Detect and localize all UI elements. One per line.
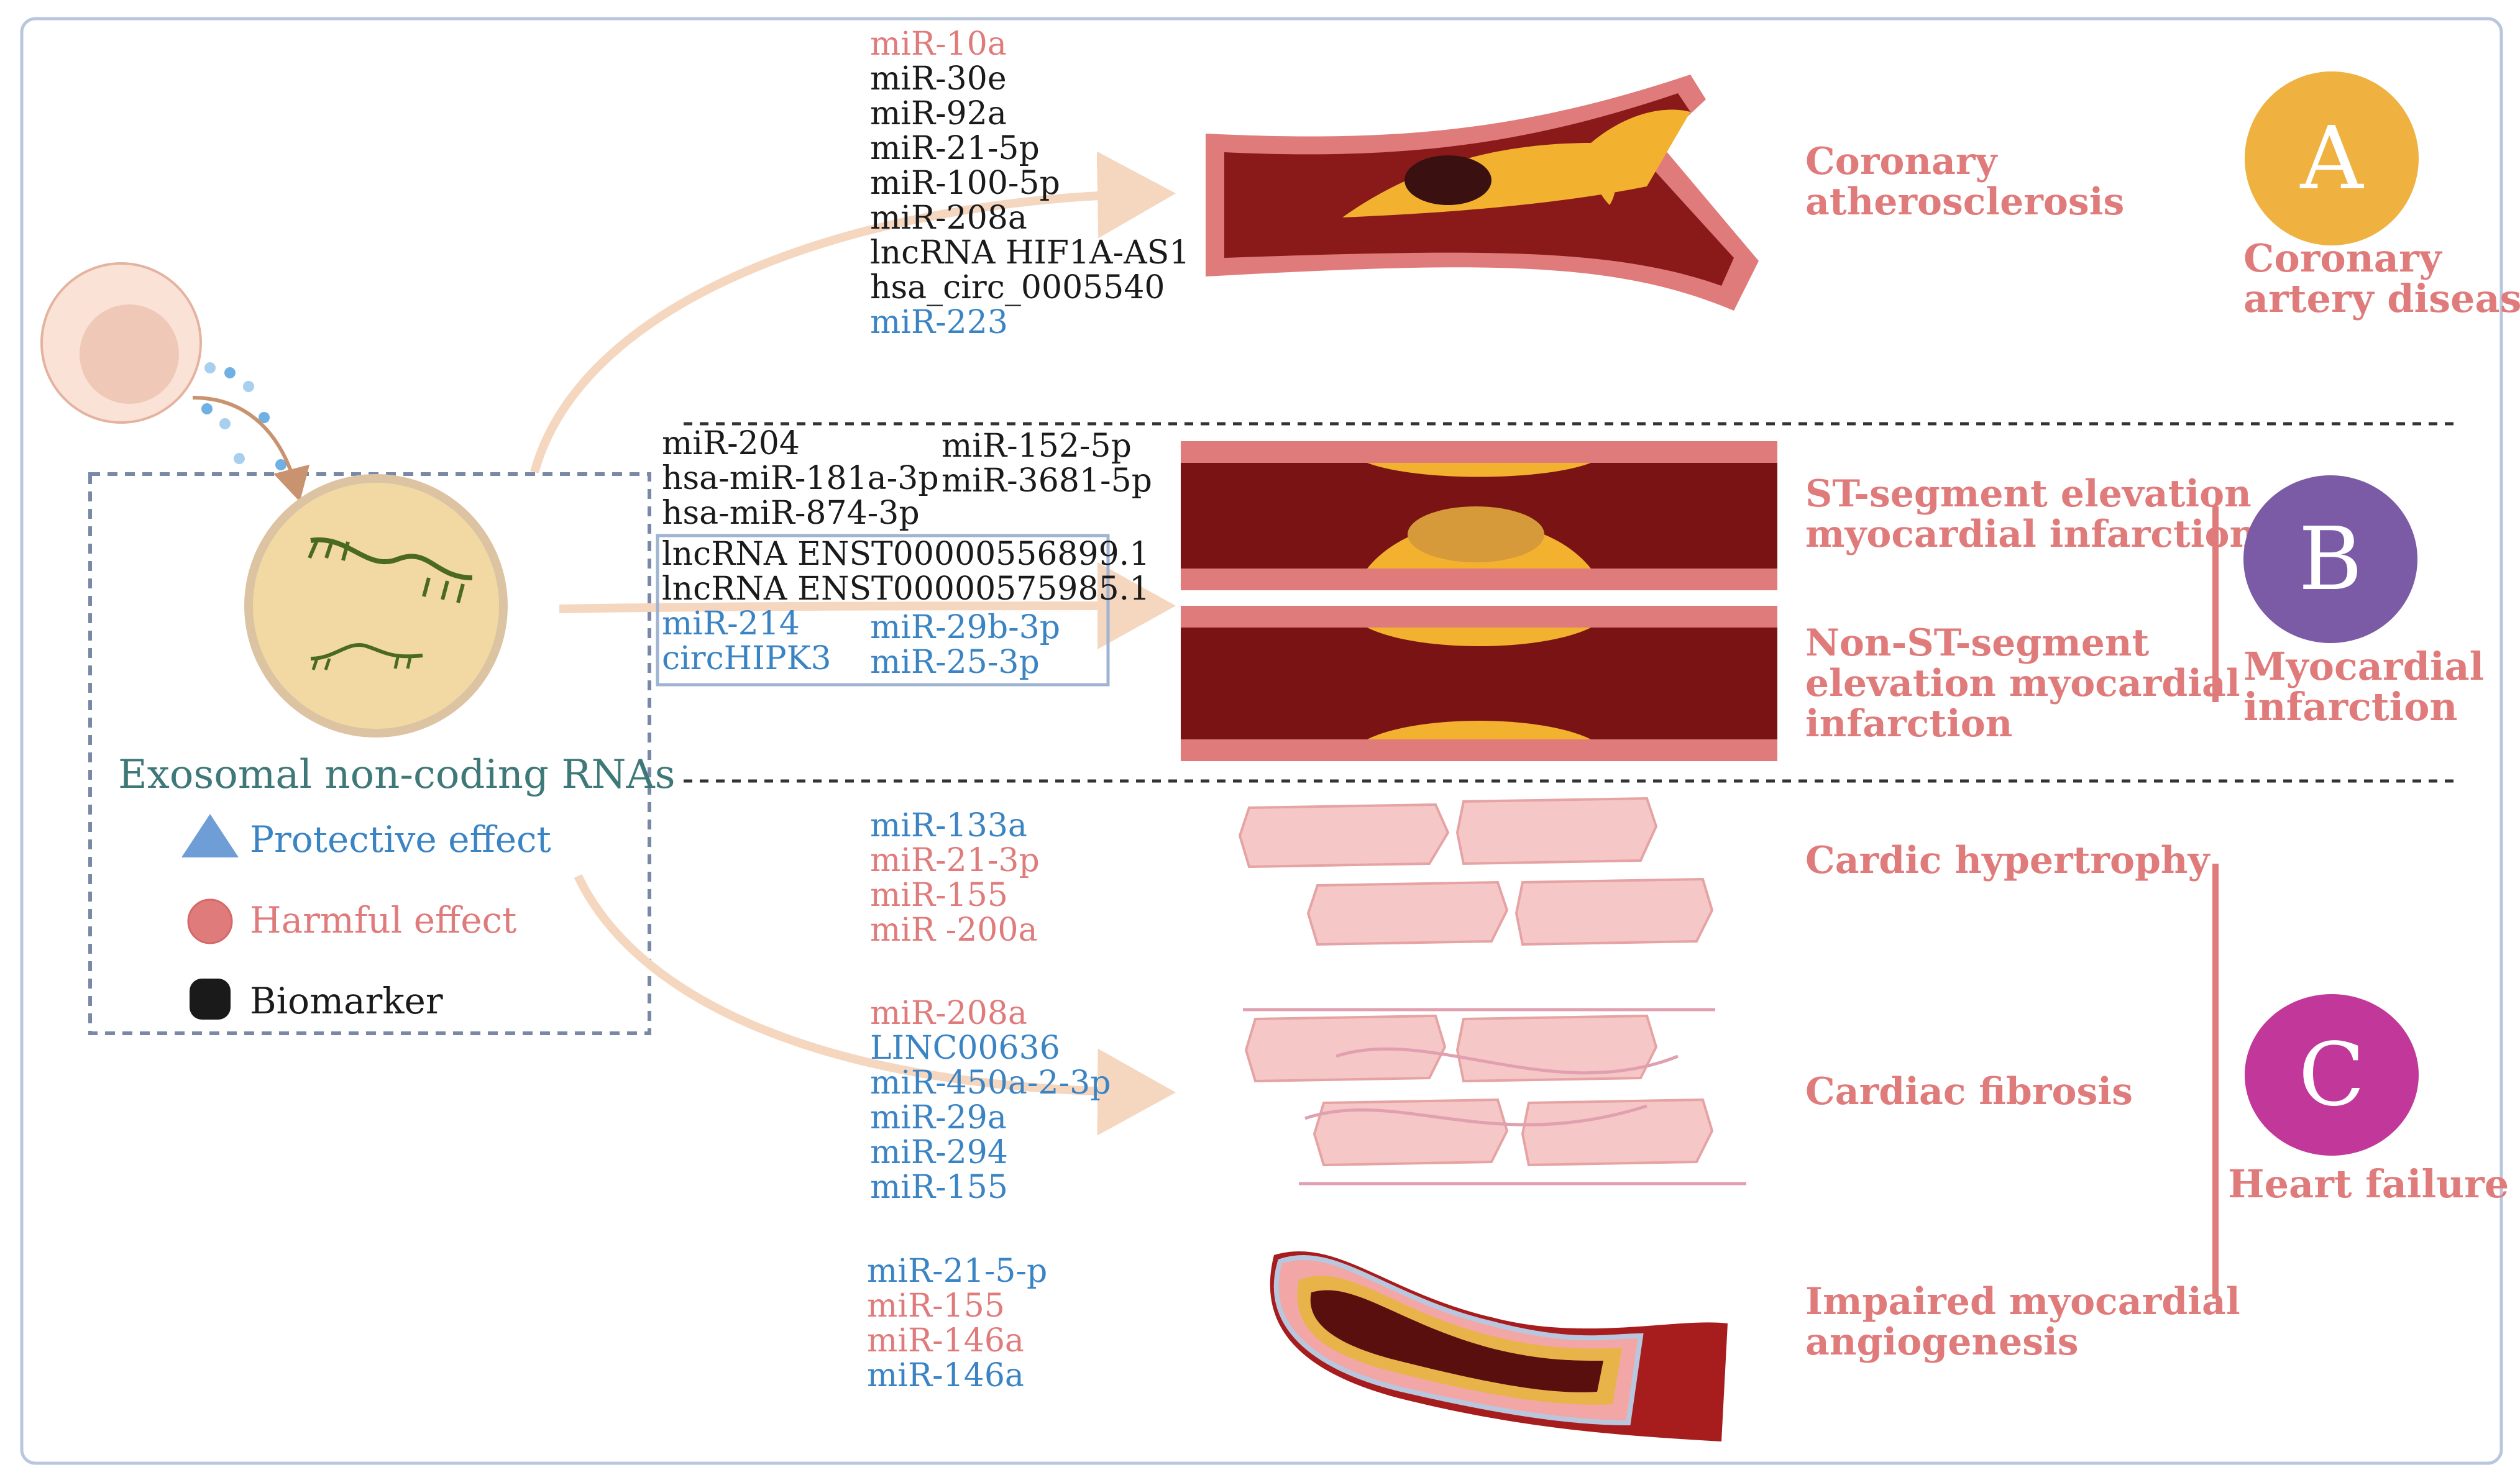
- rna-item: miR-204: [662, 425, 800, 462]
- exosome: [244, 474, 508, 738]
- source-title: Exosomal non-coding RNAs: [118, 752, 676, 798]
- arrow-to-c: [574, 874, 1176, 1136]
- condition-label: ST-segment elevation: [1805, 472, 2252, 516]
- panel-b-badge: B: [2243, 475, 2417, 643]
- rna-item: hsa-miR-874-3p: [662, 495, 920, 532]
- rna-item: hsa_circ_0005540: [870, 269, 1165, 306]
- rna-item: miR-155: [870, 1169, 1008, 1206]
- rna-item: LINC00636: [870, 1030, 1060, 1067]
- atherosclerosis-vessel: [1206, 75, 1759, 311]
- arrow-to-b: [559, 562, 1176, 650]
- harmful-legend-icon: [187, 898, 233, 944]
- rna-item: miR-208a: [870, 199, 1027, 237]
- rna-item: miR-214: [662, 605, 800, 642]
- rna-item: miR-21-3p: [870, 842, 1040, 879]
- rna-item: miR-152-5p: [942, 427, 1132, 465]
- rna-item: miR -200a: [870, 911, 1038, 949]
- arrow-to-a: [530, 151, 1176, 473]
- category-label: infarction: [2243, 684, 2458, 729]
- category-label: Heart failure: [2228, 1161, 2509, 1207]
- panel-a-badge: A: [2245, 71, 2419, 245]
- category-label: Myocardial: [2243, 644, 2485, 689]
- rna-item: miR-450a-2-3p: [870, 1064, 1111, 1102]
- rna-item: hsa-miR-181a-3p: [662, 460, 939, 497]
- nstemi-vessel: [1181, 606, 1777, 761]
- rna-item: miR-223: [870, 304, 1008, 341]
- rna-item: miR-21-5p: [870, 130, 1040, 167]
- secreting-cell: [40, 262, 310, 502]
- rna-item: miR-208a: [870, 995, 1027, 1032]
- rna-item: miR-155: [867, 1287, 1005, 1325]
- condition-label: Non-ST-segment: [1805, 621, 2150, 665]
- rna-item: miR-155: [870, 877, 1008, 914]
- panel-c-badge: C: [2245, 994, 2419, 1156]
- fibrosis-cells: [1243, 1008, 1746, 1185]
- stemi-vessel: [1181, 441, 1777, 590]
- rna-item: miR-294: [870, 1134, 1008, 1171]
- condition-label: infarction: [1805, 702, 2013, 746]
- outer-frame: [20, 17, 2503, 1465]
- condition-label: Cardiac fibrosis: [1805, 1070, 2133, 1113]
- condition-label: atherosclerosis: [1805, 180, 2125, 224]
- condition-label: Impaired myocardial: [1805, 1280, 2240, 1323]
- rna-item: miR-100-5p: [870, 165, 1060, 202]
- hypertrophy-cells: [1238, 797, 1714, 946]
- category-label: artery disease: [2243, 276, 2520, 321]
- panel-a-rna-list: miR-10a miR-30e miR-92a miR-21-5p miR-10…: [870, 28, 1189, 341]
- rna-item: miR-133a: [870, 807, 1027, 844]
- rna-item: miR-29b-3p: [870, 609, 1061, 646]
- rna-item: lncRNA ENST00000575985.1: [662, 570, 1150, 608]
- condition-label: Coronary: [1805, 140, 1997, 183]
- condition-label: angiogenesis: [1805, 1320, 2079, 1364]
- rna-item: miR-30e: [870, 60, 1007, 98]
- rna-item: miR-10a: [870, 25, 1007, 63]
- legend-biomarker-label: Biomarker: [250, 980, 443, 1022]
- rna-item: miR-25-3p: [870, 644, 1040, 681]
- category-label: Coronary: [2243, 235, 2442, 281]
- rna-item: lncRNA ENST00000556899.1: [662, 536, 1150, 573]
- rna-item: miR-92a: [870, 95, 1007, 132]
- rna-item: miR-146a: [867, 1357, 1024, 1394]
- rna-item: miR-3681-5p: [942, 462, 1152, 500]
- source-box: [88, 472, 651, 1035]
- rna-item: miR-146a: [867, 1322, 1024, 1359]
- biomarker-legend-icon: [190, 979, 231, 1020]
- legend-protective-label: Protective effect: [250, 818, 551, 861]
- angiogenesis-vessel: [1270, 1251, 1728, 1441]
- rna-item: miR-21-5-p: [867, 1253, 1048, 1290]
- condition-label: Cardic hypertrophy: [1805, 839, 2210, 882]
- condition-label: myocardial infarction: [1805, 513, 2257, 556]
- protective-legend-icon: [181, 814, 239, 857]
- condition-label: elevation myocardial: [1805, 662, 2240, 705]
- legend-harmful-label: Harmful effect: [250, 899, 517, 941]
- rna-item: lncRNA HIF1A-AS1: [870, 234, 1190, 272]
- rna-item: miR-29a: [870, 1099, 1007, 1136]
- panel-b-rna-box: [656, 534, 1110, 687]
- rna-item: circHIPK3: [662, 640, 832, 677]
